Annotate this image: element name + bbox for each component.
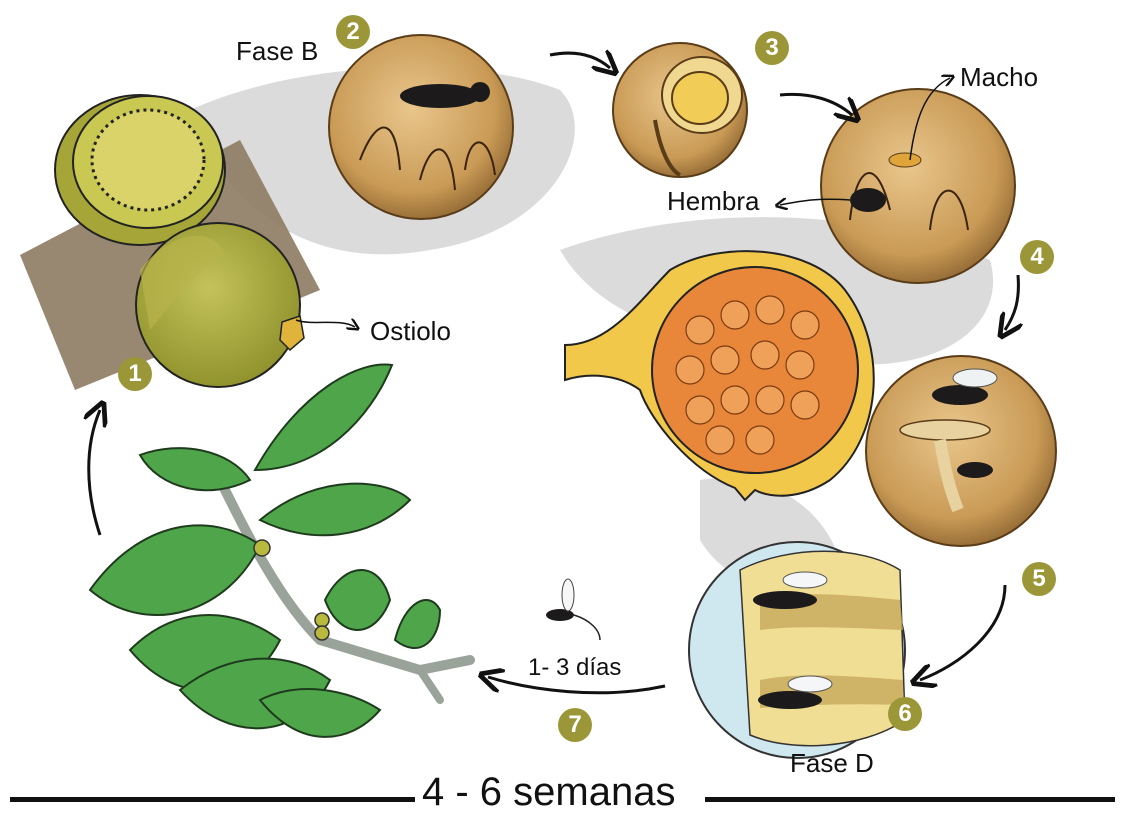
stage-badge-5: 5 xyxy=(1022,562,1056,596)
wasp-icon xyxy=(753,591,817,609)
label-hembra: Hembra xyxy=(667,186,759,217)
arrow-4-to-5 xyxy=(1005,275,1018,330)
duration-line-right xyxy=(705,797,1115,802)
duration-bar: 4 - 6 semanas xyxy=(0,770,1124,822)
stage-badge-3: 3 xyxy=(755,31,789,65)
stage-badge-2: 2 xyxy=(336,15,370,49)
winged-wasp-icon xyxy=(932,385,988,405)
stage-badge-1: 1 xyxy=(118,357,152,391)
arrow-2-to-3 xyxy=(550,53,610,68)
arrow-5-to-6 xyxy=(920,585,1005,680)
arrow-3-to-4 xyxy=(780,94,852,115)
label-macho: Macho xyxy=(960,62,1038,93)
small-fig xyxy=(254,540,270,556)
wasp-icon xyxy=(758,691,822,709)
stage-badge-6: 6 xyxy=(888,697,922,731)
stage-5-gall-circle xyxy=(866,356,1056,546)
duration-line-left xyxy=(10,797,415,802)
small-fig xyxy=(315,626,329,640)
stage-2-gall-circle xyxy=(329,35,513,219)
stage-badge-4: 4 xyxy=(1020,240,1054,274)
label-ostiolo: Ostiolo xyxy=(370,316,451,347)
flying-wasp-icon xyxy=(546,579,600,640)
wasp-icon xyxy=(400,84,480,108)
female-wasp-icon xyxy=(850,188,886,212)
stage-badge-7: 7 xyxy=(558,708,592,742)
arrow-7-to-1 xyxy=(89,410,100,535)
stage-6-circle xyxy=(689,542,905,758)
male-wasp-icon xyxy=(889,153,921,167)
label-days: 1- 3 días xyxy=(528,654,621,682)
stage-3-gall-circle xyxy=(613,43,747,177)
duration-label: 4 - 6 semanas xyxy=(422,770,675,815)
small-fig xyxy=(315,613,329,627)
fig-interior-pattern xyxy=(92,110,204,210)
label-fase-b: Fase B xyxy=(236,36,318,67)
fig-branch-with-leaves xyxy=(90,364,470,736)
